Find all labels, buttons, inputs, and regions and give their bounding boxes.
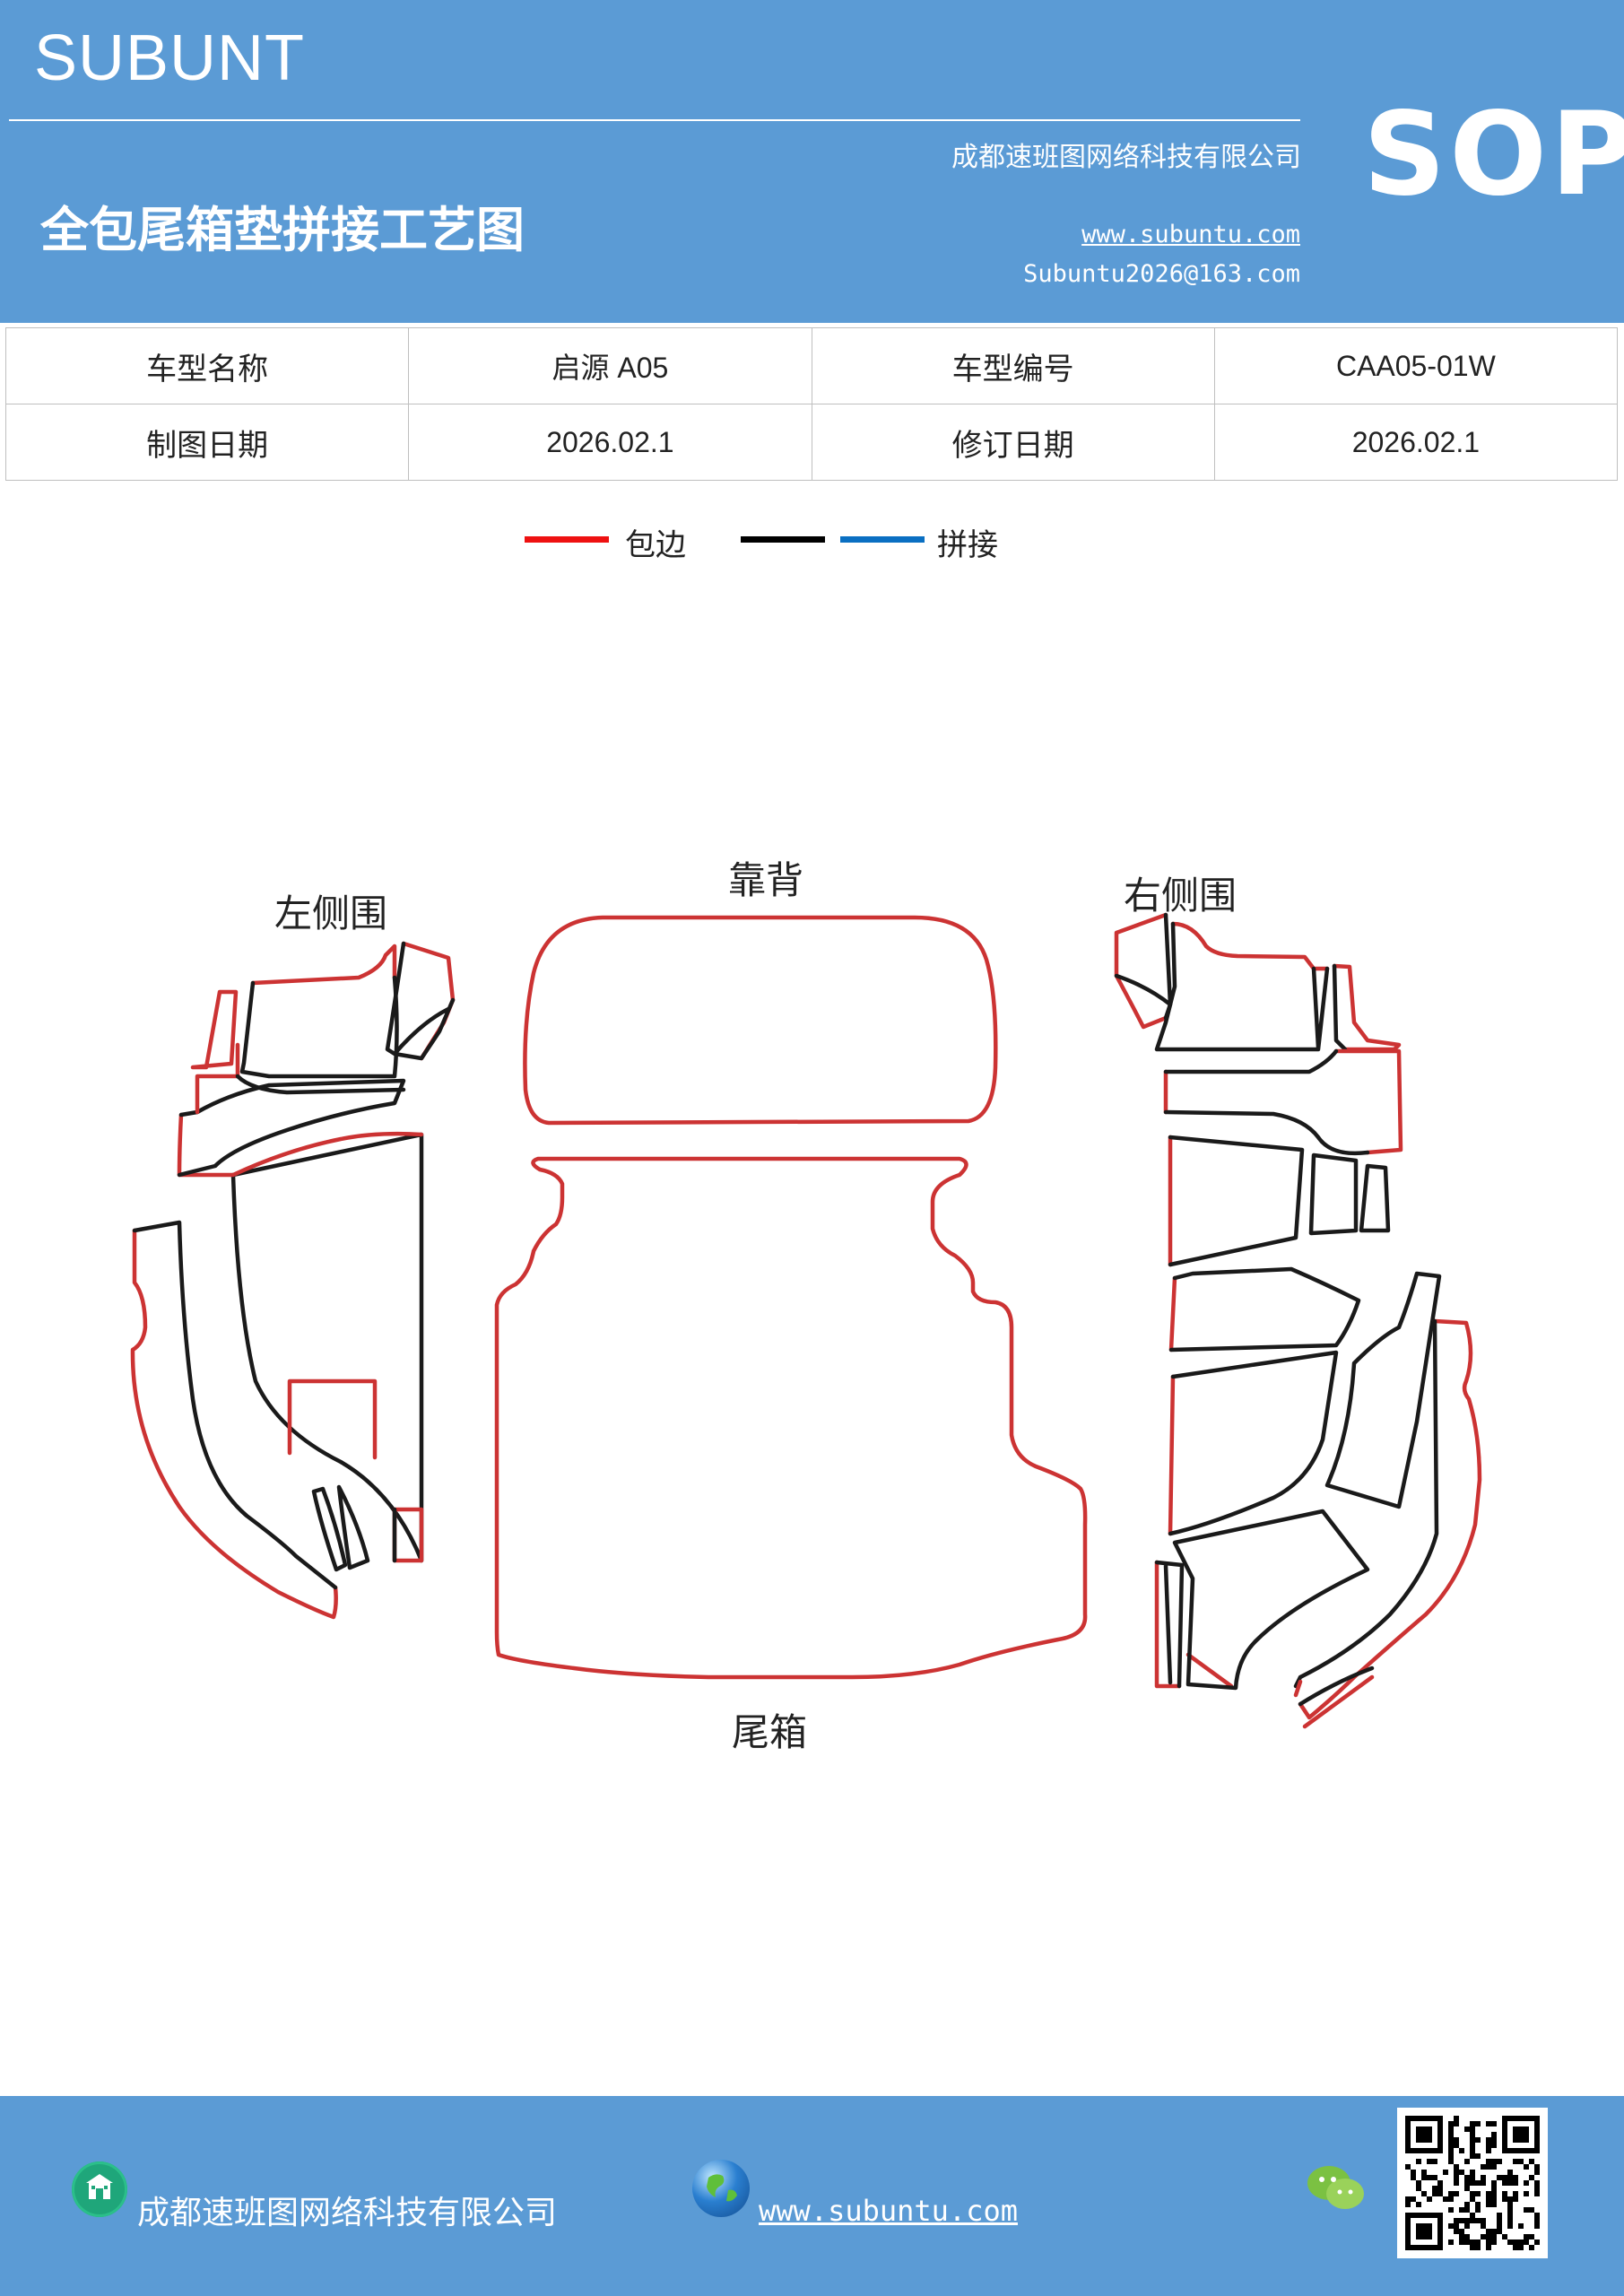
footer-company: 成都速班图网络科技有限公司 [137,2195,558,2231]
right-piece-3b [1308,1152,1391,1236]
right-top-band [1170,921,1330,971]
table-row: 制图日期 2026.02.1 修订日期 2026.02.1 [4,404,1619,481]
right-piece-9-seam [1154,1560,1185,1689]
left-side-panel [130,941,456,1620]
right-piece-4 [1168,1275,1177,1352]
left-seam-3 [311,1486,348,1572]
header-website-link[interactable]: www.subuntu.com [1081,221,1300,248]
label-right-side: 右侧围 [1124,874,1238,918]
model-name-value: 启源 A05 [408,327,812,404]
left-piece-top-flap [401,941,456,1061]
left-piece-top-right [250,944,397,986]
building-icon [72,2161,127,2217]
right-piece-8-seam [1172,1509,1370,1691]
right-piece-7-seam [1293,1318,1439,1707]
right-band-2-seam [1163,1048,1370,1156]
header-divider [9,119,1300,121]
left-seam-4 [336,1484,370,1570]
qr-code[interactable] [1397,2108,1548,2258]
legend-swatch-edge [525,536,609,543]
left-piece-top-band [195,1042,240,1115]
label-left-side: 左侧围 [274,891,388,935]
right-piece-5 [1168,1374,1176,1536]
qr-code-pattern [1405,2116,1540,2250]
legend-swatch-seam-blue [840,536,925,543]
brand-name: SUBUNT [34,22,306,94]
label-trunk: 尾箱 [732,1710,808,1754]
drawing-date-label: 制图日期 [4,404,410,481]
left-piece-top-flap-seam [385,941,456,1061]
right-piece-6-seam [1324,1271,1442,1509]
right-band-2 [1163,1048,1403,1155]
trunk-floor-piece [494,1156,1088,1680]
wechat-icon[interactable] [1305,2161,1368,2215]
right-top-band-seam [1154,921,1330,1052]
left-piece-top [190,989,239,1070]
right-piece-5-seam [1168,1350,1339,1536]
revision-date-value: 2026.02.1 [1213,404,1619,481]
model-name-label: 车型名称 [4,327,410,404]
right-top-flap [1114,912,1168,1030]
legend-swatch-seam-black [741,536,825,543]
legend-label-seam: 拼接 [937,527,998,563]
right-top-tab [1332,963,1402,1052]
left-edge-outer [130,1228,338,1620]
footer-website-link[interactable]: www.subuntu.com [759,2194,1018,2228]
drawing-date-value: 2026.02.1 [408,404,812,481]
right-piece-4-seam [1168,1266,1361,1352]
right-top-tab-seam [1332,963,1348,1052]
document-title: 全包尾箱垫拼接工艺图 [40,202,525,258]
left-seam-1 [132,1220,338,1590]
vehicle-info-table: 车型名称 启源 A05 车型编号 CAA05-01W 制图日期 2026.02.… [4,327,1619,481]
revision-date-label: 修订日期 [811,404,1215,481]
model-code-label: 车型编号 [811,327,1215,404]
backrest-piece [523,915,998,1126]
left-inner-window [287,1378,378,1460]
header-email: Subuntu2026@163.com [1023,260,1300,288]
label-backrest: 靠背 [728,858,804,902]
table-row: 车型名称 启源 A05 车型编号 CAA05-01W [4,327,1619,404]
right-piece-3-seam [1168,1135,1305,1267]
model-code-value: CAA05-01W [1213,327,1619,404]
globe-icon [692,2160,750,2217]
header-banner: SUBUNT 成都速班图网络科技有限公司 SOP 全包尾箱垫拼接工艺图 www.… [0,0,1624,323]
sop-badge: SOP [1363,88,1624,222]
trunk-mat-diagram [130,912,1482,1729]
left-piece-mid [177,1078,406,1178]
right-piece-8 [1185,1652,1375,1729]
right-piece-9 [1154,1560,1182,1689]
legend-label-edge: 包边 [625,527,686,563]
right-side-panel [1114,912,1482,1729]
left-piece-top-seam [239,975,399,1079]
header-company: 成都速班图网络科技有限公司 [951,142,1301,173]
line-legend: 包边 拼接 [525,520,1063,574]
left-piece-top-band-seam [235,1074,406,1095]
left-piece-lower-upper [177,1112,424,1178]
